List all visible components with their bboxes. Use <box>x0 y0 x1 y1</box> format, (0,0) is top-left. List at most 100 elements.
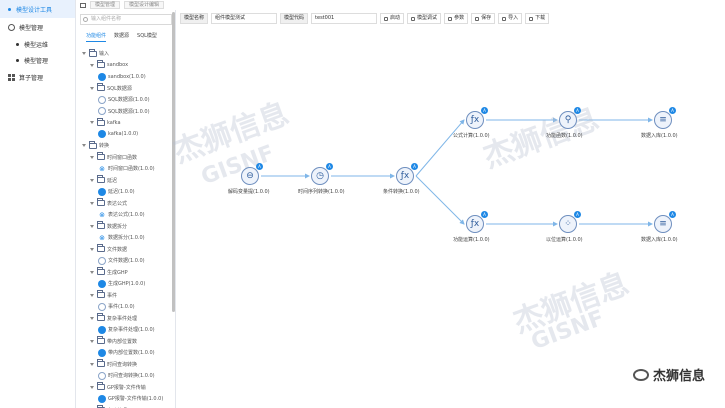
node-circle <box>654 215 672 233</box>
save-icon <box>475 16 480 21</box>
chevron-down-icon[interactable] <box>90 121 94 125</box>
component-panel-scrollbar[interactable] <box>172 12 175 312</box>
breadcrumb-item-model-management[interactable]: 模型管理 <box>90 1 121 9</box>
tree-folder[interactable]: 事件 <box>80 290 172 302</box>
tree-folder[interactable]: SQL数据源 <box>80 83 172 95</box>
tree-folder[interactable]: sandbox <box>80 60 172 72</box>
chevron-down-icon[interactable] <box>90 155 94 159</box>
chevron-down-icon[interactable] <box>90 293 94 297</box>
download-button[interactable]: 下载 <box>525 13 550 24</box>
tree-component[interactable]: 生成GHP(1.0.0) <box>80 278 172 290</box>
model-debug-button[interactable]: 模型调试 <box>407 13 442 24</box>
component-icon <box>98 130 106 139</box>
chevron-down-icon[interactable] <box>90 63 94 67</box>
component-search-input[interactable]: 输入组件名称 <box>80 14 172 25</box>
node-badge-icon: A <box>411 163 418 170</box>
tree-component[interactable]: kafka(1.0.0) <box>80 129 172 141</box>
folder-icon <box>97 267 105 276</box>
nav-item-model-design-tool[interactable]: 模型设计工具 <box>0 0 75 18</box>
tree-item-label: 转换 <box>99 143 110 150</box>
tree-component[interactable]: ⊗表达公式(1.0.0) <box>80 209 172 221</box>
connection-edge[interactable] <box>415 119 465 177</box>
model-code-input[interactable]: test001 <box>311 13 378 24</box>
button-label: 参数 <box>454 15 465 21</box>
flow-node[interactable]: ⁘A <box>559 211 581 233</box>
tree-item-label: 表达公式(1.0.0) <box>108 212 145 219</box>
chevron-down-icon[interactable] <box>90 86 94 90</box>
chevron-down-icon[interactable] <box>90 385 94 389</box>
node-label: 解码变量提(1.0.0) <box>228 189 270 195</box>
node-label: 数据入库(1.0.0) <box>641 237 678 243</box>
tree-component[interactable]: 带内部位置数(1.0.0) <box>80 347 172 359</box>
tree-folder[interactable]: 延迟 <box>80 175 172 187</box>
model-name-input[interactable]: 组件模型测试 <box>211 13 278 24</box>
tree-folder[interactable]: GP报警-文件传输 <box>80 382 172 394</box>
component-icon <box>98 371 106 380</box>
flow-node[interactable]: ⊖A <box>241 163 263 185</box>
folder-icon <box>89 48 97 57</box>
tree-component[interactable]: SQL数据源(1.0.0) <box>80 94 172 106</box>
breadcrumb-item-model-design[interactable]: 模型设计编辑 <box>124 1 165 9</box>
tree-folder[interactable]: 变动处理 <box>80 405 172 408</box>
sidebar-toggle-icon[interactable] <box>80 2 86 8</box>
tree-item-label: sandbox(1.0.0) <box>108 73 146 80</box>
tab-functional-components[interactable]: 功能组件 <box>86 32 107 42</box>
tree-folder[interactable]: 生成GHP <box>80 267 172 279</box>
chevron-down-icon[interactable] <box>90 339 94 343</box>
save-button[interactable]: 保存 <box>471 13 496 24</box>
tree-folder[interactable]: 文件数据 <box>80 244 172 256</box>
import-button[interactable]: 导入 <box>498 13 523 24</box>
tree-folder[interactable]: 时间窗口函数 <box>80 152 172 164</box>
chevron-down-icon[interactable] <box>90 247 94 251</box>
chevron-down-icon[interactable] <box>82 52 86 56</box>
flow-node[interactable]: ◷A <box>311 163 333 185</box>
tree-component[interactable]: GP报警-文件传输(1.0.0) <box>80 393 172 405</box>
tree-item-label: 事件 <box>107 292 118 299</box>
nav-item-model-ops[interactable]: 模型运维 <box>0 36 75 52</box>
tree-folder[interactable]: 转换 <box>80 140 172 152</box>
tree-component[interactable]: 文件数据(1.0.0) <box>80 255 172 267</box>
tree-component[interactable]: 延迟(1.0.0) <box>80 186 172 198</box>
params-button[interactable]: 参数 <box>444 13 469 24</box>
chevron-down-icon[interactable] <box>90 316 94 320</box>
tree-component[interactable]: 复杂事件处理(1.0.0) <box>80 324 172 336</box>
tree-component[interactable]: 事件(1.0.0) <box>80 301 172 313</box>
chevron-down-icon[interactable] <box>90 270 94 274</box>
nav-item-operator-management[interactable]: 算子管理 <box>0 68 75 86</box>
tree-folder[interactable]: 表达公式 <box>80 198 172 210</box>
tree-folder[interactable]: 带内部位置数 <box>80 336 172 348</box>
nav-item-model-manage[interactable]: 模型管理 <box>0 52 75 68</box>
tree-component[interactable]: 时间查询转换(1.0.0) <box>80 370 172 382</box>
tree-item-label: 时间窗口函数 <box>107 154 138 161</box>
chevron-down-icon[interactable] <box>82 144 86 148</box>
tree-component[interactable]: SQL数据源(1.0.0) <box>80 106 172 118</box>
flow-node[interactable]: ≡A <box>654 211 676 233</box>
start-button[interactable]: 启动 <box>380 13 405 24</box>
tree-component[interactable]: ⊗数据拆分(1.0.0) <box>80 232 172 244</box>
flow-node[interactable]: ≡A <box>654 107 676 129</box>
tree-folder[interactable]: 复杂事件处理 <box>80 313 172 325</box>
chevron-down-icon[interactable] <box>90 224 94 228</box>
connection-edge[interactable] <box>415 175 465 225</box>
tree-folder[interactable]: kafka <box>80 117 172 129</box>
tab-sql-model[interactable]: SQL模型 <box>137 33 157 39</box>
tree-item-label: 文件数据(1.0.0) <box>108 258 145 265</box>
chevron-down-icon[interactable] <box>90 201 94 205</box>
tree-component[interactable]: ⊗时间窗口函数(1.0.0) <box>80 163 172 175</box>
tab-data-source[interactable]: 数据源 <box>114 33 130 39</box>
component-icon <box>98 187 106 196</box>
tree-folder[interactable]: 输入 <box>80 48 172 60</box>
flow-node[interactable]: ⚲A <box>559 107 581 129</box>
tree-folder[interactable]: 时间查询转换 <box>80 359 172 371</box>
folder-icon <box>97 117 105 126</box>
tree-component[interactable]: sandbox(1.0.0) <box>80 71 172 83</box>
chevron-down-icon[interactable] <box>90 362 94 366</box>
tree-folder[interactable]: 数据拆分 <box>80 221 172 233</box>
chevron-down-icon[interactable] <box>90 178 94 182</box>
nav-item-model-management[interactable]: 模型管理 <box>0 18 75 36</box>
